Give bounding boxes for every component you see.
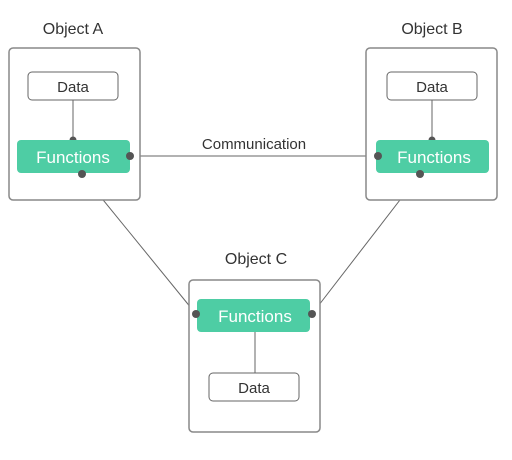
object-a-data-box bbox=[27, 71, 119, 101]
object-c-functions-label: Functions bbox=[218, 307, 292, 326]
object-c-left-connector-dot bbox=[192, 310, 200, 318]
object-a-title: Object A bbox=[43, 21, 104, 38]
object-b-functions-box bbox=[376, 140, 489, 173]
object-b-data-box bbox=[386, 71, 478, 101]
object-a-functions-label: Functions bbox=[36, 148, 110, 167]
object-a-container bbox=[8, 47, 141, 201]
object-c-data-label: Data bbox=[238, 380, 270, 397]
object-b-data-label: Data bbox=[416, 79, 448, 96]
object-b-left-connector-dot bbox=[374, 152, 382, 160]
object-a-bottom-connector-dot bbox=[78, 170, 86, 178]
object-b: Object B Data Functions bbox=[365, 21, 498, 201]
object-a: Object A Data Functions bbox=[8, 21, 141, 201]
object-a-data-label: Data bbox=[57, 79, 89, 96]
object-b-bottom-connector-dot bbox=[416, 170, 424, 178]
object-a-functions-box bbox=[17, 140, 130, 173]
object-b-functions-label: Functions bbox=[397, 148, 471, 167]
object-c-title: Object C bbox=[225, 251, 287, 268]
communication-label: Communication bbox=[202, 136, 306, 153]
object-c-data-box bbox=[208, 372, 300, 402]
object-c: Object C Functions Data bbox=[188, 251, 321, 433]
object-c-right-connector-dot bbox=[308, 310, 316, 318]
object-a-right-connector-dot bbox=[126, 152, 134, 160]
object-b-title: Object B bbox=[401, 21, 462, 38]
object-c-functions-box bbox=[197, 299, 310, 332]
